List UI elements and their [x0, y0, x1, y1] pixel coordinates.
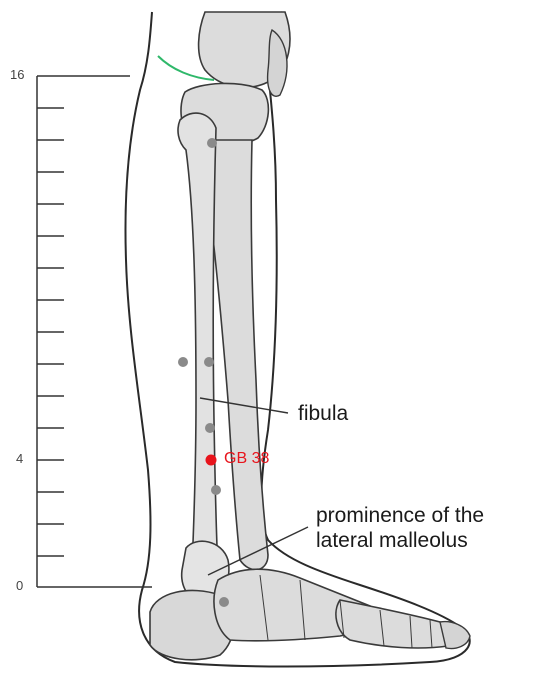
ref-point-lower-gb: [211, 485, 221, 495]
leg-outline: [126, 12, 470, 667]
fibula-label: fibula: [298, 402, 348, 425]
malleolus-label-line1: prominence of the: [316, 504, 484, 527]
scale-label-4: 4: [16, 451, 23, 466]
ref-point-upper-gb: [205, 423, 215, 433]
malleolus-label-line2: lateral malleolus: [316, 529, 468, 552]
acupoint-gb38-marker: [206, 455, 217, 466]
fibula-bone: [178, 113, 218, 578]
toe-bones: [440, 622, 470, 649]
ref-point-mid-right: [204, 357, 214, 367]
ref-point-ankle: [219, 597, 229, 607]
ref-point-mid-left: [178, 357, 188, 367]
acupoint-gb38-label: GB 38: [224, 450, 269, 468]
scale-label-16: 16: [10, 67, 24, 82]
measurement-scale: [37, 76, 152, 587]
metatarsal-bones: [336, 600, 455, 648]
scale-label-0: 0: [16, 578, 23, 593]
ref-point-fibula-head: [207, 138, 217, 148]
